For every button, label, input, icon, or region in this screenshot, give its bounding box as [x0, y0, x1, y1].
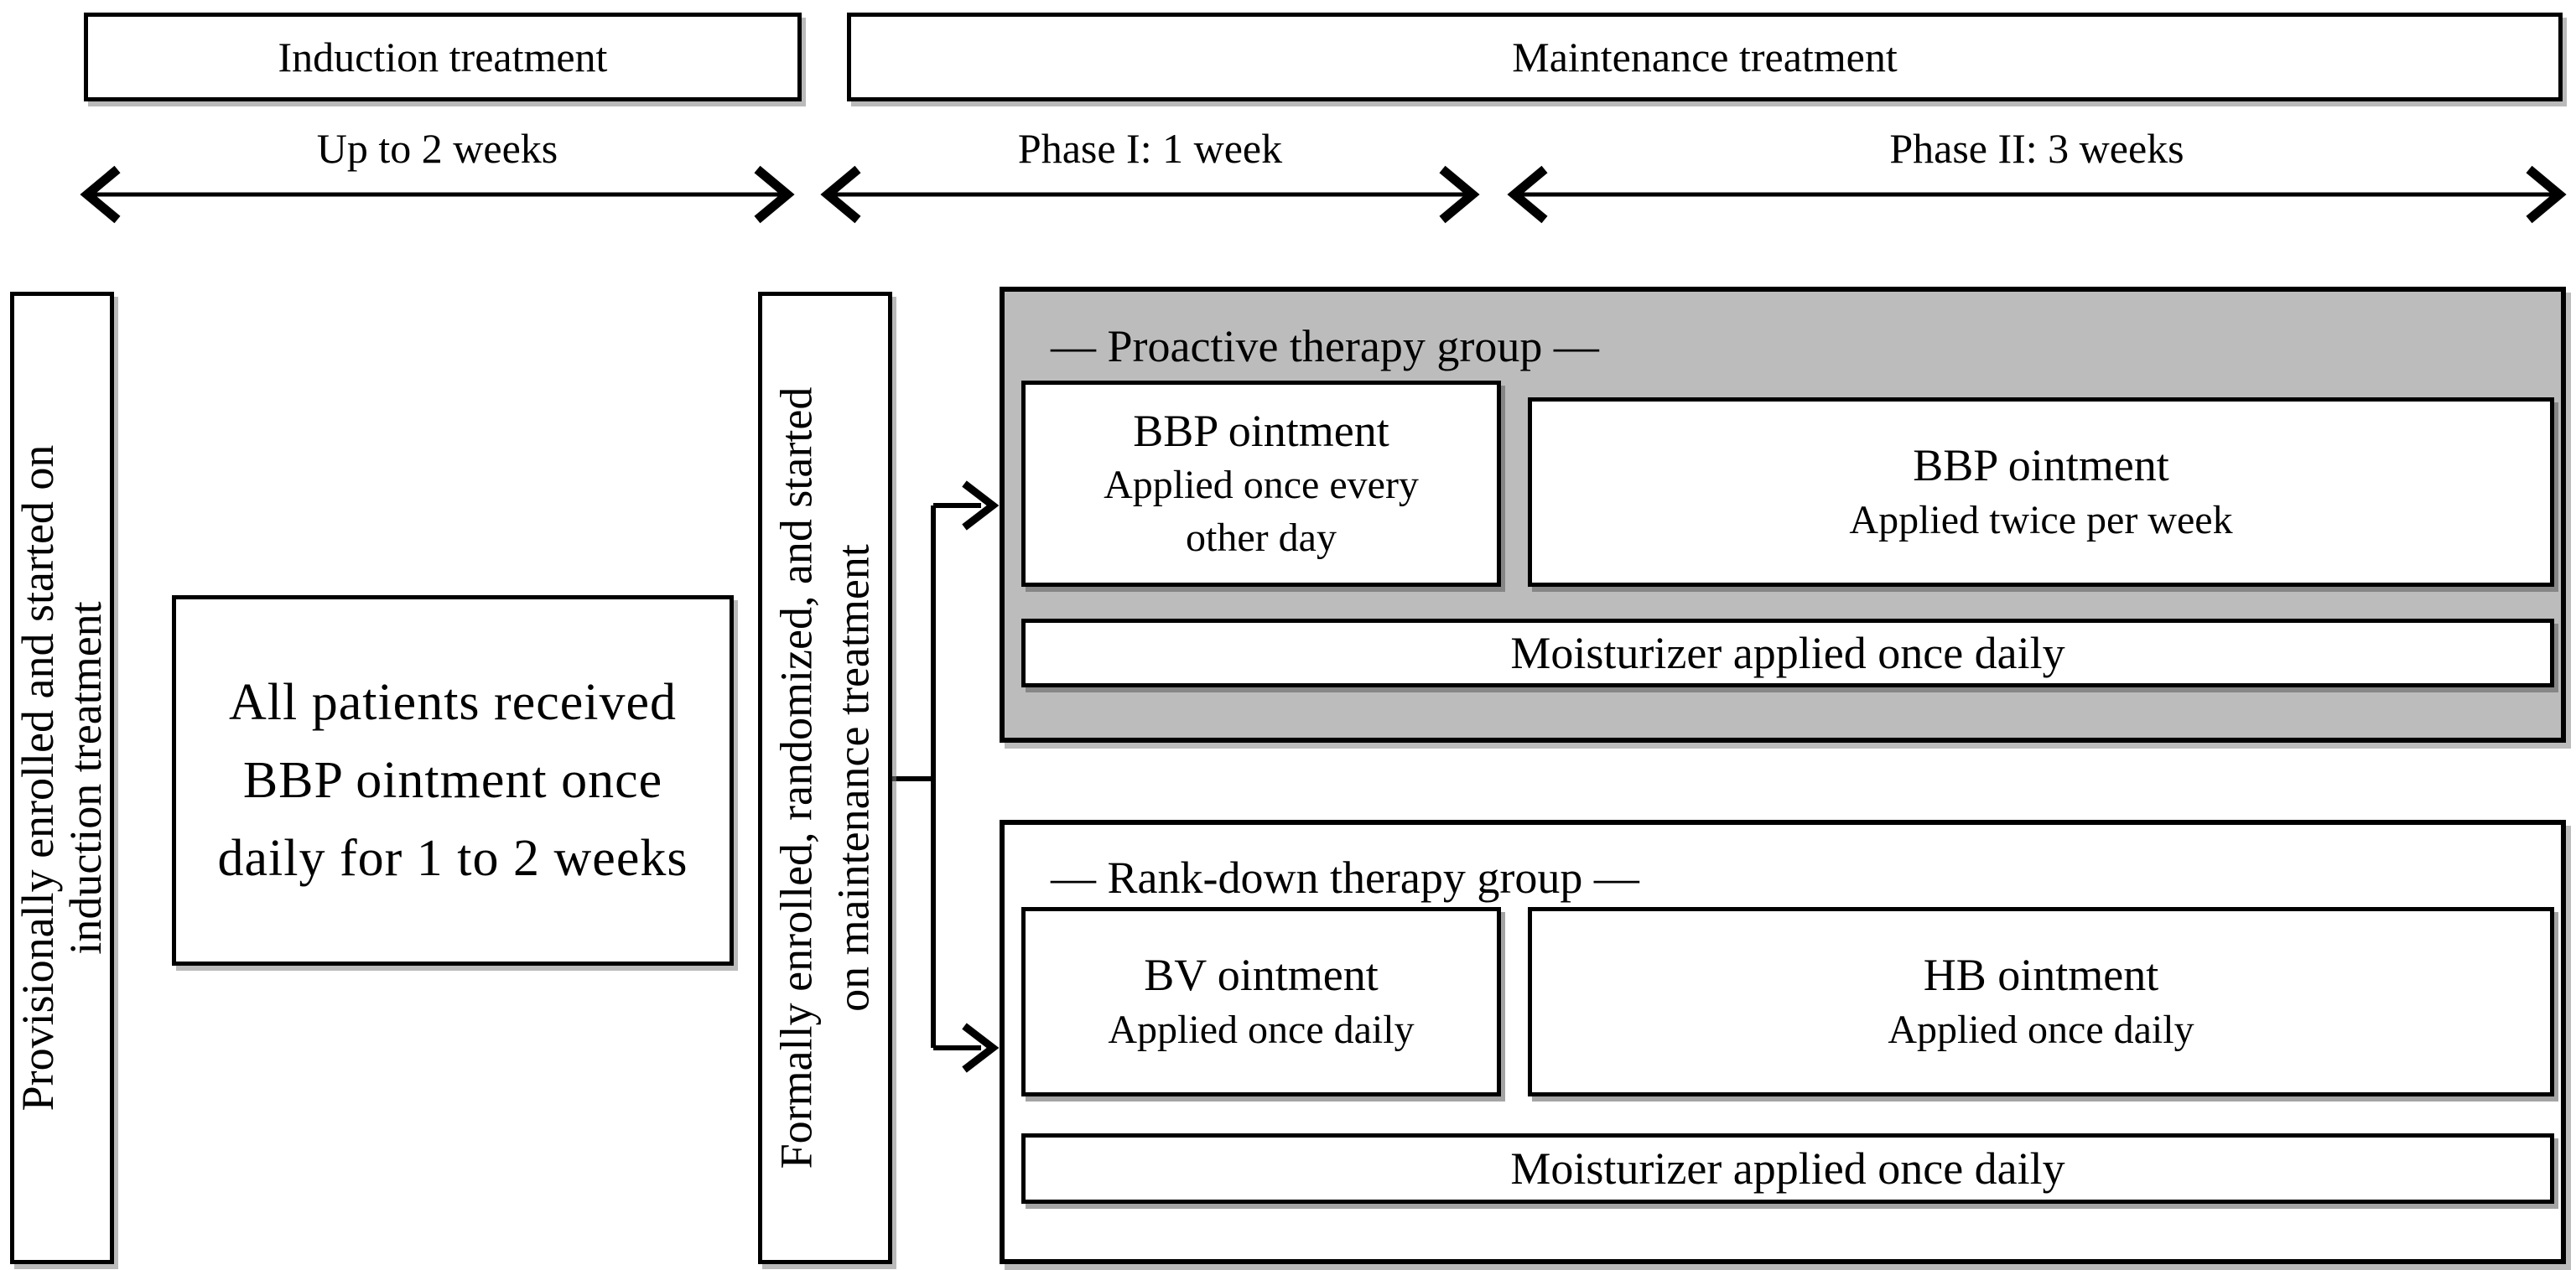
rankdown-phase2-subtitle: Applied once daily — [1888, 1007, 2194, 1052]
proactive-therapy-group: — Proactive therapy group — BBP ointment… — [1000, 287, 2566, 743]
phase1-duration-label: Phase I: 1 week — [1017, 125, 1283, 172]
phase2-duration-label: Phase II: 3 weeks — [1889, 125, 2184, 172]
maintenance-treatment-header-box: Maintenance treatment — [847, 13, 2563, 101]
maintenance-treatment-label: Maintenance treatment — [1512, 34, 1898, 80]
induction-duration-arrow — [80, 165, 795, 224]
induction-description-line3: daily for 1 to 2 weeks — [217, 829, 688, 887]
formal-enrollment-text: Formally enrolled, randomized, and start… — [769, 304, 882, 1252]
proactive-group-label: — Proactive therapy group — — [1051, 321, 1599, 371]
rankdown-group-label: — Rank-down therapy group — — [1051, 853, 1639, 903]
induction-duration-label: Up to 2 weeks — [316, 125, 558, 172]
rankdown-moisturizer-label: Moisturizer applied once daily — [1510, 1143, 2065, 1194]
induction-treatment-header-box: Induction treatment — [84, 13, 802, 101]
provisional-enrollment-line1: Provisionally enrolled and started on — [12, 444, 63, 1112]
proactive-phase1-box: BBP ointment Applied once every other da… — [1021, 381, 1501, 587]
rankdown-phase2-box: HB ointment Applied once daily — [1528, 907, 2554, 1096]
proactive-phase1-subtitle-line1: Applied once every — [1104, 463, 1419, 508]
formal-enrollment-box: Formally enrolled, randomized, and start… — [758, 292, 892, 1264]
randomization-branch-connector — [892, 480, 1000, 1073]
rankdown-phase2-title: HB ointment — [1923, 950, 2159, 1001]
rankdown-moisturizer-box: Moisturizer applied once daily — [1021, 1133, 2554, 1204]
phase1-duration-arrow — [820, 165, 1480, 224]
proactive-phase2-title: BBP ointment — [1913, 440, 2169, 491]
proactive-moisturizer-box: Moisturizer applied once daily — [1021, 619, 2554, 687]
formal-enrollment-line2: on maintenance treatment — [828, 544, 878, 1012]
formal-enrollment-line1: Formally enrolled, randomized, and start… — [771, 386, 822, 1169]
rankdown-phase1-title: BV ointment — [1144, 950, 1379, 1001]
induction-description-box: All patients received BBP ointment once … — [172, 595, 734, 966]
induction-treatment-label: Induction treatment — [278, 34, 608, 80]
phase2-duration-arrow — [1507, 165, 2567, 224]
provisional-enrollment-text: Provisionally enrolled and started on in… — [12, 304, 111, 1252]
proactive-phase2-box: BBP ointment Applied twice per week — [1528, 397, 2554, 587]
induction-description-line1: All patients received — [228, 673, 677, 731]
provisional-enrollment-line2: induction treatment — [60, 601, 111, 955]
proactive-phase1-subtitle-line2: other day — [1186, 515, 1337, 560]
proactive-moisturizer-label: Moisturizer applied once daily — [1510, 628, 2065, 678]
provisional-enrollment-box: Provisionally enrolled and started on in… — [10, 292, 114, 1264]
rankdown-phase1-box: BV ointment Applied once daily — [1021, 907, 1501, 1096]
proactive-phase2-subtitle: Applied twice per week — [1849, 497, 2233, 542]
rankdown-therapy-group: — Rank-down therapy group — BV ointment … — [1000, 820, 2566, 1264]
rankdown-phase1-subtitle: Applied once daily — [1108, 1007, 1415, 1052]
induction-description-line2: BBP ointment once — [242, 751, 663, 809]
proactive-phase1-title: BBP ointment — [1133, 405, 1389, 456]
